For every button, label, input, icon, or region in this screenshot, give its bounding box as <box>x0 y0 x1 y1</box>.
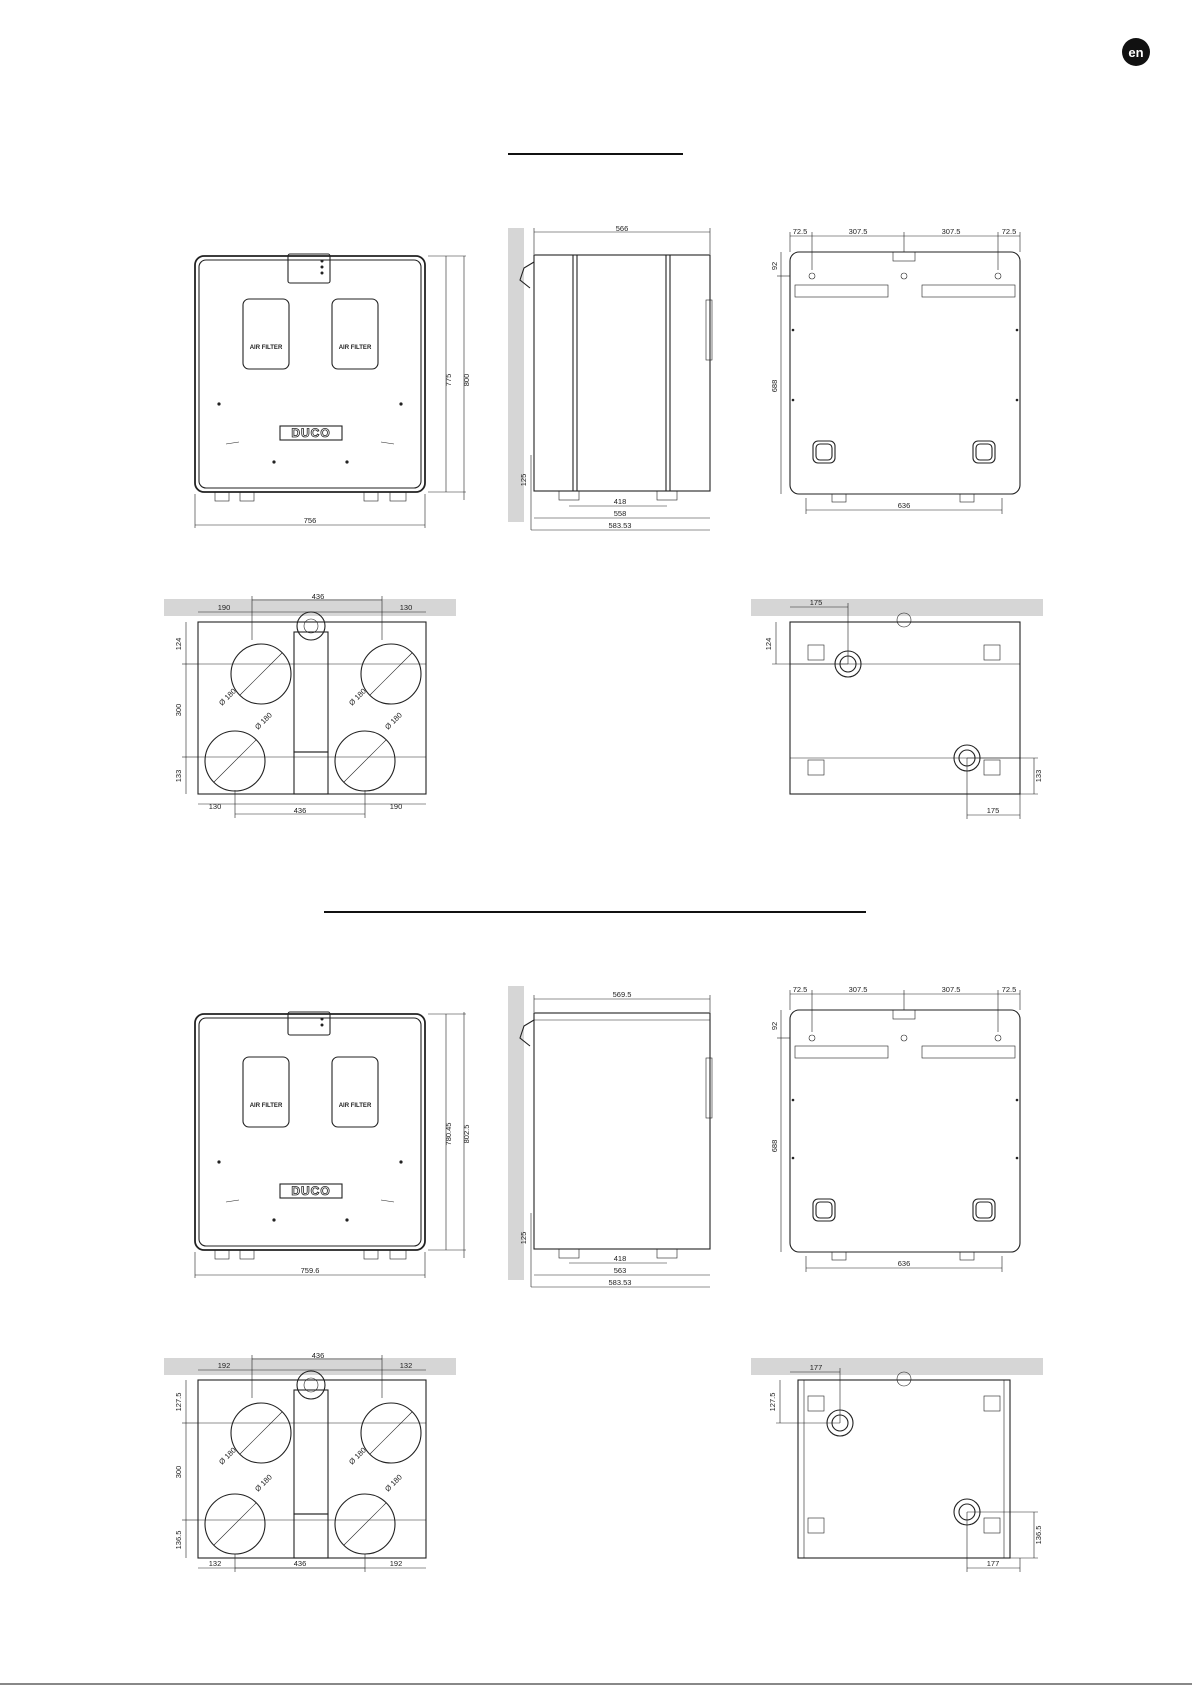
dimension-label: 583.53 <box>609 1278 632 1287</box>
dimension-label: 418 <box>614 497 627 506</box>
dimension-label: 569.5 <box>613 990 632 999</box>
side-view-1: 566 418 558 583.53 125 <box>508 224 713 531</box>
dimension-label: 436 <box>294 1559 307 1568</box>
dimension-label: 124 <box>174 638 183 651</box>
top-view-2: Ø 180 Ø 180 Ø 180 Ø 180 192 436 132 127.… <box>164 1351 456 1572</box>
dimension-label: Ø 180 <box>347 687 368 708</box>
dimension-label: 307.5 <box>849 985 868 994</box>
dimension-label: Ø 180 <box>253 711 274 732</box>
duco-logo: DUCO <box>291 1184 330 1198</box>
dimension-label: 802.5 <box>462 1125 471 1144</box>
dimension-label: 780.45 <box>444 1123 453 1146</box>
dimension-label: Ø 180 <box>217 1446 238 1467</box>
dimension-label: 636 <box>898 501 911 510</box>
dimension-label: Ø 180 <box>217 687 238 708</box>
dimension-label: 124 <box>764 638 773 651</box>
dimension-label: 175 <box>810 598 823 607</box>
dimension-label: 92 <box>770 1022 779 1030</box>
dimension-label: 72.5 <box>1002 985 1017 994</box>
dimension-label: 558 <box>614 509 627 518</box>
dimension-label: 132 <box>400 1361 413 1370</box>
dimension-label: 92 <box>770 262 779 270</box>
dimension-label: 583.53 <box>609 521 632 530</box>
dimension-label: 775 <box>444 374 453 387</box>
back-view-2: 72.5 307.5 307.5 72.5 92 688 636 <box>770 985 1021 1272</box>
dimension-label: 688 <box>770 1140 779 1153</box>
dimension-label: 133 <box>174 770 183 783</box>
dimension-label: 130 <box>400 603 413 612</box>
dimension-label: 300 <box>174 1466 183 1479</box>
language-badge: en <box>1122 38 1150 66</box>
dimension-label: 127.5 <box>174 1393 183 1412</box>
front-view-2: AIR FILTER AIR FILTER DUCO 759.6 780.45 … <box>194 1011 471 1278</box>
dimension-label: 132 <box>209 1559 222 1568</box>
dimension-label: 418 <box>614 1254 627 1263</box>
side-view-2: 569.5 418 563 583.53 125 <box>508 986 713 1288</box>
duco-logo: DUCO <box>291 426 330 440</box>
dimension-label: 190 <box>390 802 403 811</box>
dimension-label: 133 <box>1034 770 1043 783</box>
air-filter-label: AIR FILTER <box>250 345 283 351</box>
language-badge-text: en <box>1128 45 1143 60</box>
back-view-1: 72.5 307.5 307.5 72.5 92 688 636 <box>770 227 1021 514</box>
dimension-label: 636 <box>898 1259 911 1268</box>
dimension-label: Ø 180 <box>383 711 404 732</box>
rear-ducts-view-2: 177 127.5 136.5 177 <box>751 1358 1043 1572</box>
air-filter-label: AIR FILTER <box>339 345 372 351</box>
dimension-label: 130 <box>209 802 222 811</box>
dimension-label: 175 <box>987 806 1000 815</box>
dimension-label: 136.5 <box>1034 1526 1043 1545</box>
dimension-label: 436 <box>312 592 325 601</box>
dimension-label: 566 <box>616 224 629 233</box>
dimension-label: 192 <box>390 1559 403 1568</box>
dimension-label: 563 <box>614 1266 627 1275</box>
dimension-label: 688 <box>770 380 779 393</box>
dimension-label: 190 <box>218 603 231 612</box>
dimension-label: Ø 180 <box>383 1473 404 1494</box>
dimension-label: 72.5 <box>793 227 808 236</box>
dimension-label: 125 <box>519 1232 528 1245</box>
dimension-label: 177 <box>810 1363 823 1372</box>
dimension-label: 125 <box>519 474 528 487</box>
dimension-label: 436 <box>312 1351 325 1360</box>
air-filter-label: AIR FILTER <box>250 1103 283 1109</box>
dimension-label: 800 <box>462 374 471 387</box>
dimension-label: 192 <box>218 1361 231 1370</box>
dimension-label: 307.5 <box>849 227 868 236</box>
dimension-label: Ø 180 <box>347 1446 368 1467</box>
dimension-label: 72.5 <box>1002 227 1017 236</box>
dimension-label: Ø 180 <box>253 1473 274 1494</box>
front-view-1: AIR FILTER AIR FILTER DUCO 756 775 800 <box>194 253 471 528</box>
dimension-label: 436 <box>294 806 307 815</box>
dimension-label: 72.5 <box>793 985 808 994</box>
dimension-label: 756 <box>304 516 317 525</box>
dimension-label: 136.5 <box>174 1531 183 1550</box>
air-filter-label: AIR FILTER <box>339 1103 372 1109</box>
dimension-label: 759.6 <box>301 1266 320 1275</box>
top-view-1: Ø 180 Ø 180 Ø 180 Ø 180 190 436 130 124 … <box>164 592 456 818</box>
dimension-label: 127.5 <box>768 1393 777 1412</box>
rear-ducts-view-1: 175 124 133 175 <box>751 598 1043 819</box>
dimension-label: 307.5 <box>942 227 961 236</box>
dimension-label: 177 <box>987 1559 1000 1568</box>
dimension-label: 300 <box>174 704 183 717</box>
dimension-label: 307.5 <box>942 985 961 994</box>
